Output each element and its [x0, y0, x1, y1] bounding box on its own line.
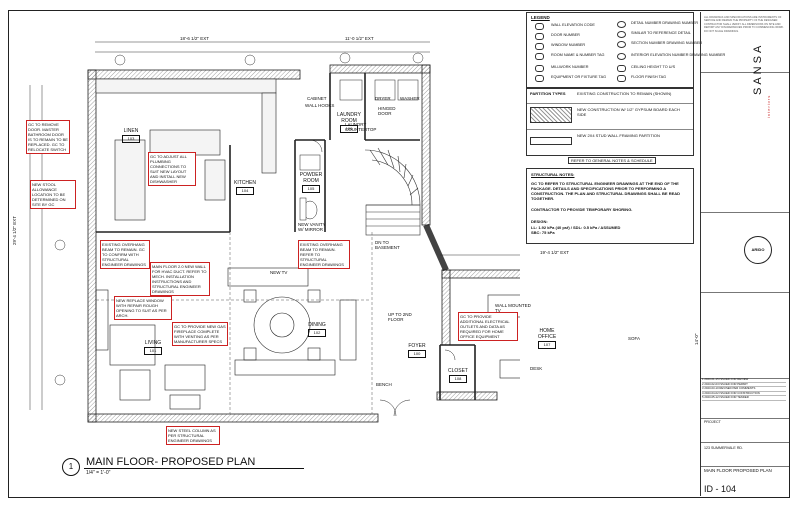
plan-scale: 1/4" = 1'-0" [86, 470, 111, 476]
note-left-mid: NEW STOOL ALLOWANCE LOCATION TO BE DETER… [30, 180, 76, 209]
note-column: NEW STEEL COLUMN AS PER STRUCTURAL ENGIN… [166, 426, 220, 445]
legend-title: LEGEND [531, 15, 550, 20]
sheet-name: MAIN FLOOR PROPOSED PLAN [704, 468, 772, 473]
note-existing-overhang: EXISTING OVERHANG BEAM TO REMAIN. GC TO … [100, 240, 150, 269]
company-name: SANSA [752, 42, 764, 95]
structural-sub: CONTRACTOR TO PROVIDE TEMPORARY SHORING. [531, 207, 633, 212]
legend-item: DETAIL NUMBER DRAWING NUMBER [631, 21, 699, 25]
label-laundry-counter: LAUNDRY COUNTERTOP [345, 122, 377, 132]
project-label: PROJECT [704, 420, 721, 424]
label-desk: DESK [530, 366, 543, 371]
label-dn-to-base: DN TO BASEMENT [375, 240, 400, 250]
dim-left-vert: 29'-4 1/2" EXT [12, 216, 17, 245]
sheet-number: ID - 104 [704, 484, 737, 494]
plan-title: MAIN FLOOR- PROPOSED PLAN [86, 456, 256, 468]
structural-load-title: DESIGN: [531, 219, 548, 224]
note-new-replace: NEW REPLACE WINDOW WITH REPAIR ROUGH OPE… [114, 296, 172, 320]
partition-title: PARTITION TYPES [530, 91, 566, 96]
structural-title: STRUCTURAL NOTES: [531, 172, 575, 177]
project-address: 123 SUMMERVALE RD. [704, 446, 744, 450]
legend-item: CEILING HEIGHT TO U/S [631, 65, 676, 69]
dim-top-mid: 11'-0 1/2" EXT [345, 36, 374, 41]
label-up-to-second: UP TO 2ND FLOOR [388, 312, 412, 322]
label-cabinet: CABINET [307, 96, 327, 101]
dim-top-left: 18'-6 1/2" EXT [180, 36, 209, 41]
label-new-tv: NEW TV [270, 270, 288, 275]
note-office: GC TO PROVIDE ADDITIONAL ELECTRICAL OUTL… [458, 312, 518, 341]
legend: LEGEND WALL ELEVATION CODE DOOR NUMBER W… [526, 12, 725, 88]
revision-row: 1 2023-01-15 ISSUED FOR REVIEW [702, 378, 786, 383]
note-main-floor: MAIN FLOOR 2.0 NEW WALL FOR HVAC DUCT. R… [150, 262, 210, 296]
legend-item: INTERIOR ELEVATION NUMBER DRAWING NUMBER [631, 53, 726, 57]
legend-item: WINDOW NUMBER [551, 43, 586, 47]
partition-type: NEW 2X4 STUD WALL FRAMING PARTITION [577, 133, 660, 138]
label-bench: BENCH [376, 382, 392, 387]
revision-row: 5 2023-05-12 ISSUED FOR TENDER [702, 396, 786, 401]
stair [364, 147, 421, 236]
legend-item: SECTION NUMBER DRAWING NUMBER [631, 41, 703, 45]
legend-item: MILLWORK NUMBER [551, 65, 589, 69]
dim-right-vert: 14'-0" [694, 333, 699, 345]
note-new-fireplace: GC TO PROVIDE NEW GAS FIREPLACE COMPLETE… [172, 322, 228, 346]
legend-item: EQUIPMENT OR FIXTURE TAG [551, 75, 607, 79]
legend-item: DOOR NUMBER [551, 33, 580, 37]
legend-item: WALL ELEVATION CODE [551, 23, 595, 27]
exterior-walls [87, 64, 520, 423]
sheet-border [8, 10, 790, 498]
label-sofa: SOFA [628, 336, 641, 341]
revision-row: 3 2023-03-10 REVISED PER COMMENTS [702, 387, 786, 392]
title-block: ALL DRAWINGS AND SPECIFICATIONS ARE INST… [700, 12, 789, 496]
label-powder-vanity: NEW VANITY W/ MIRROR [298, 222, 326, 232]
doors [309, 139, 456, 417]
revision-row: 4 2023-04-02 ISSUED FOR CONSTRUCTION [702, 392, 786, 396]
floor-plan [29, 41, 520, 423]
structural-body: GC TO REFER TO STRUCTURAL ENGINEER DRAWI… [531, 181, 681, 201]
legend-item: FLOOR FINISH TAG [631, 75, 667, 79]
interior-walls [96, 73, 476, 400]
partition-type: NEW CONSTRUCTION W/ 1/2" GYPSUM BOARD EA… [577, 107, 680, 117]
label-washer: WASHER [400, 96, 420, 101]
note-kitchen: GC TO ADJUST ALL PLUMBING CONNECTIONS TO… [148, 152, 196, 186]
label-dryer: DRYER [375, 96, 391, 101]
arido-seal: ARIDO [744, 236, 772, 264]
legend-item: ROOM NAME & NUMBER TAG [551, 53, 605, 57]
label-wall-mounted-tv: WALL MOUNTED TV [495, 303, 531, 313]
partition-types: PARTITION TYPES EXISTING CONSTRUCTION TO… [526, 88, 694, 156]
dim-right-top: 19'-4 1/2" EXT [540, 250, 569, 255]
kitchen-counters [95, 78, 277, 221]
structural-notes: STRUCTURAL NOTES: GC TO REFER TO STRUCTU… [526, 168, 694, 244]
note-left-top: GC TO REMOVE DOOR. MASTER BATHROOM DOOR … [26, 120, 70, 154]
plan-number: 1 [62, 458, 80, 476]
label-wall-hooks: WALL HOOKS [305, 103, 335, 108]
revision-row: 2 2023-02-03 ISSUED FOR PERMIT [702, 383, 786, 387]
label-hinged-door: HINGED DOOR [378, 106, 396, 116]
legend-item: SIMILAR TO REFERENCE DETAIL [631, 31, 691, 35]
partition-type: EXISTING CONSTRUCTION TO REMAIN (SHOWN) [577, 91, 672, 96]
structural-loads: LL: 1.92 kPa (40 psf) / SDL: 0.5 kPa / A… [531, 225, 621, 235]
general-notes-link: REFER TO GENERAL NOTES & SCHEDULE [568, 157, 656, 164]
note-existing-overhang-2: EXISTING OVERHANG BEAM TO REMAIN. REFER … [298, 240, 350, 269]
company-tagline: interiors [766, 94, 771, 118]
revision-table: 1 2023-01-15 ISSUED FOR REVIEW 2 2023-02… [702, 378, 786, 401]
